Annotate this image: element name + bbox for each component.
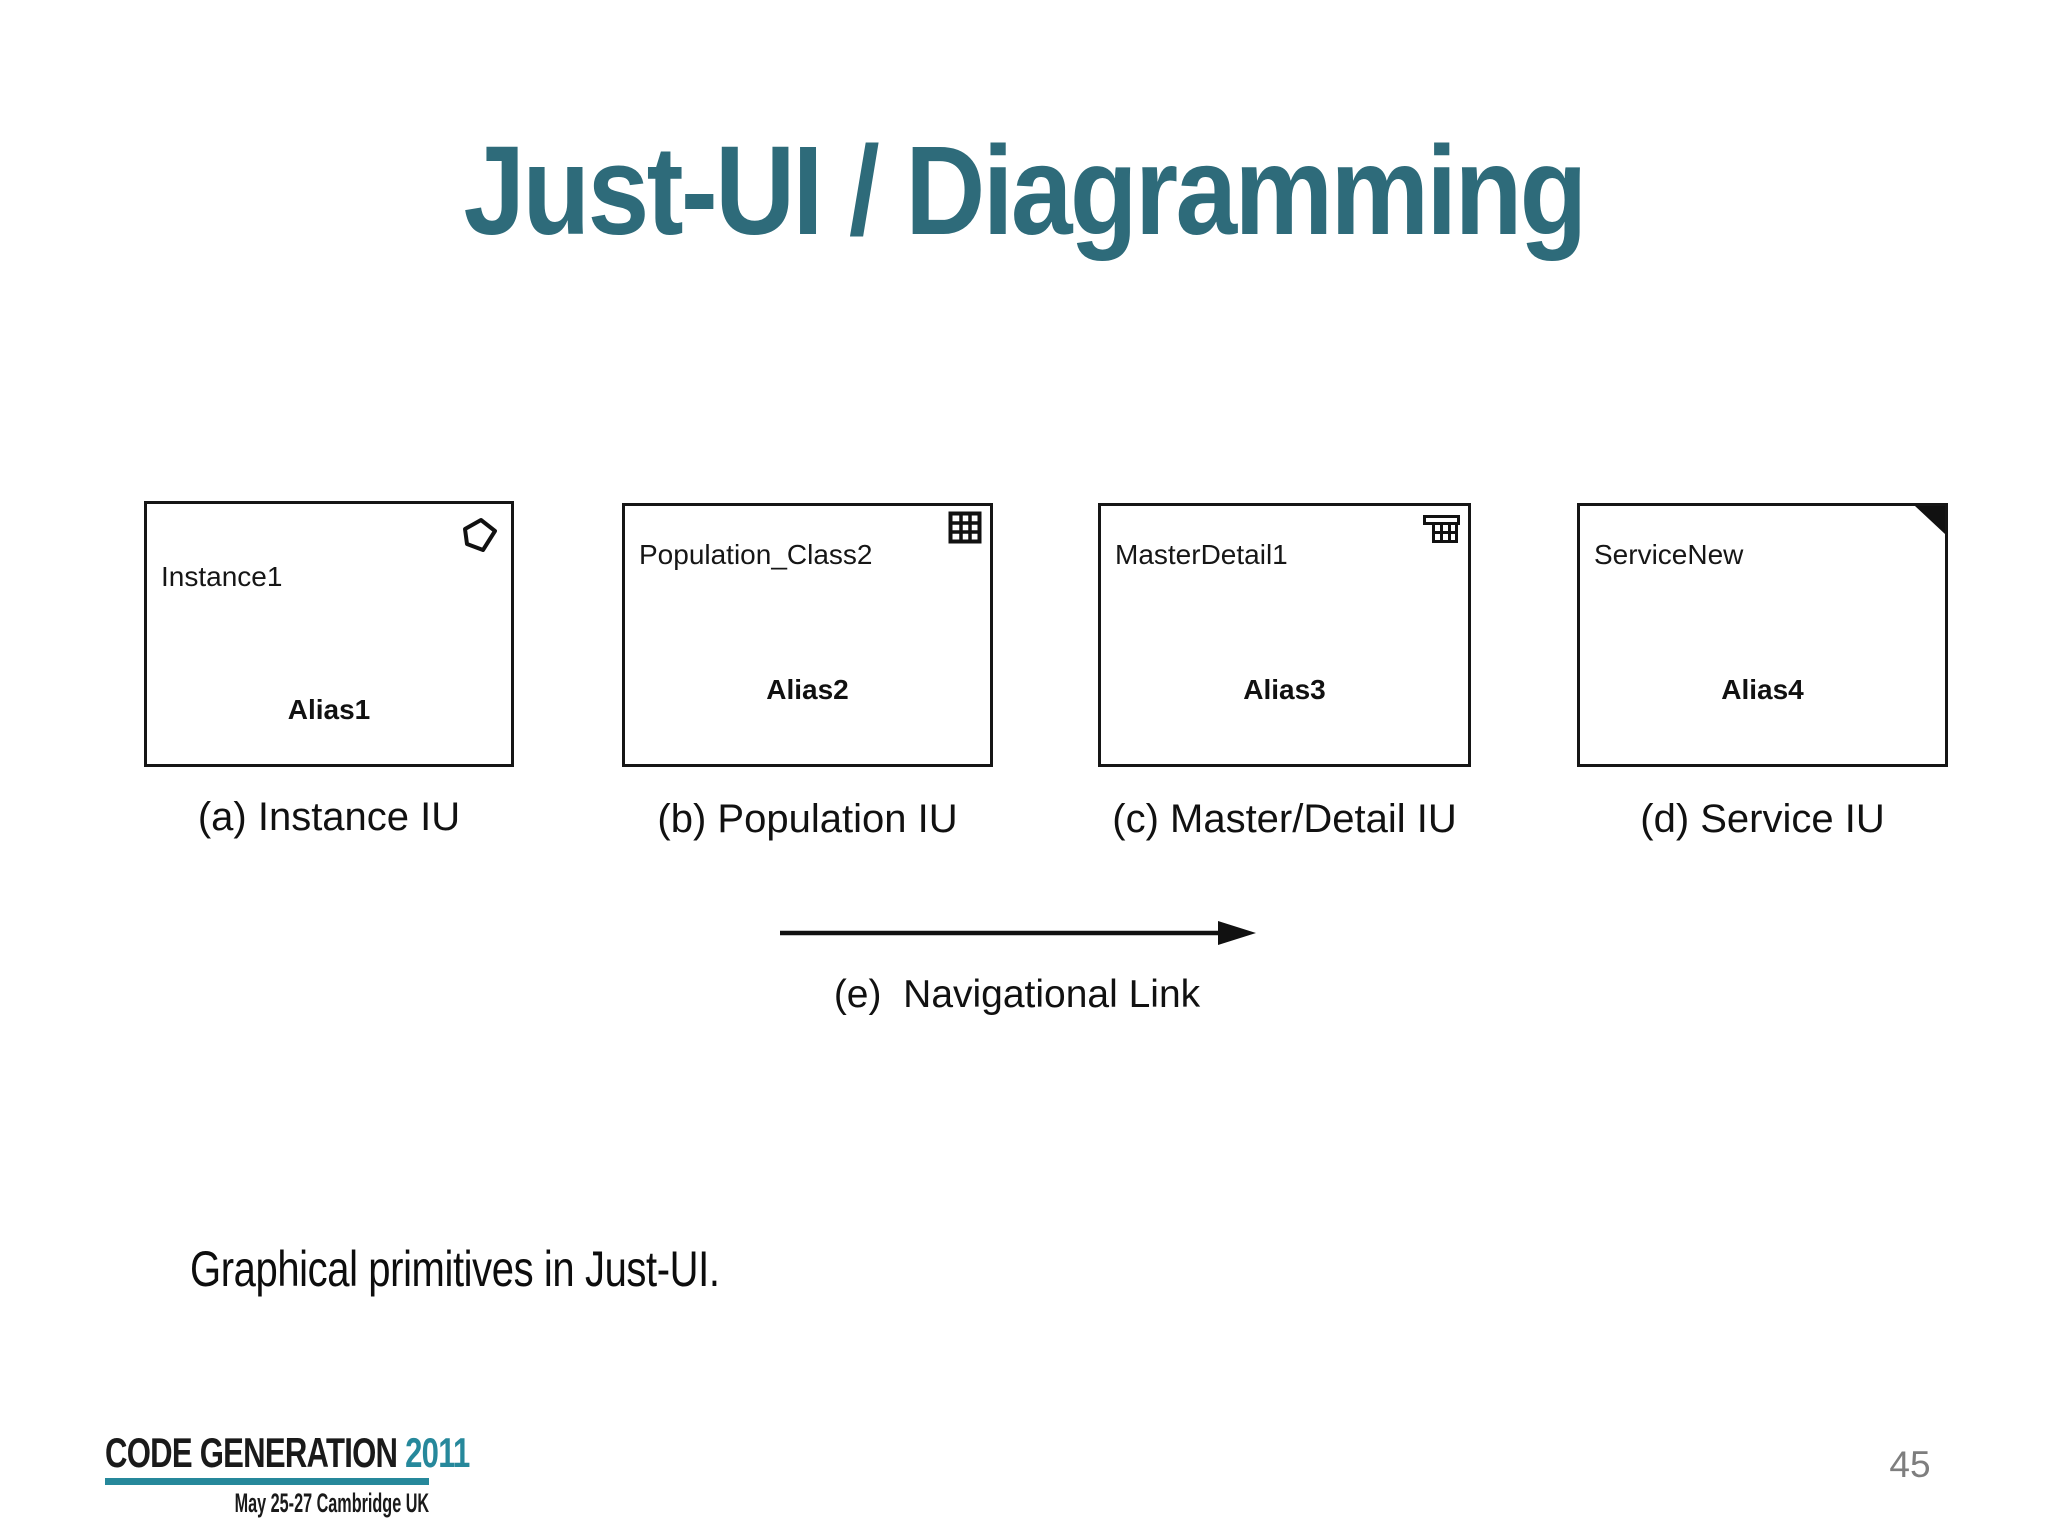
master-detail-caption: (c) Master/Detail IU — [1112, 797, 1457, 841]
primitive-master-detail-iu: MasterDetail1 Alias3 (c) Master/Detail I… — [1098, 503, 1471, 841]
navigational-link-arrow — [778, 910, 1258, 956]
primitive-population-iu: Population_Class2 Alias2 (b) Population … — [622, 503, 993, 841]
instance-caption: (a) Instance IU — [197, 795, 461, 839]
primitive-service-iu: ServiceNew Alias4 (d) Service IU — [1577, 503, 1948, 841]
service-name-label: ServiceNew — [1594, 539, 1744, 570]
service-caption: (d) Service IU — [1640, 797, 1885, 841]
slide-caption-text: Graphical primitives in Just-UI. — [190, 1241, 720, 1297]
logo-subtitle-text: May 25-27 Cambridge UK — [234, 1488, 430, 1518]
primitive-instance-iu: Instance1 Alias1 (a) Instance IU — [144, 501, 514, 839]
conference-logo: CODE GENERATION 2011 May 25-27 Cambridge… — [105, 1432, 470, 1517]
population-alias-label: Alias2 — [766, 674, 849, 705]
service-alias-label: Alias4 — [1721, 674, 1804, 705]
logo-subtitle-line: May 25-27 Cambridge UK — [105, 1490, 429, 1517]
instance-iu-box: Instance1 Alias1 — [144, 501, 514, 767]
master-detail-iu-box: MasterDetail1 Alias3 — [1098, 503, 1471, 767]
service-folded-corner-icon — [1915, 506, 1945, 534]
page-title: Just-UI / Diagramming — [0, 118, 2048, 263]
logo-title-line: CODE GENERATION 2011 — [105, 1432, 470, 1474]
navigational-link-caption: (e) Navigational Link — [833, 973, 1201, 1016]
service-iu-box: ServiceNew Alias4 — [1577, 503, 1948, 767]
logo-divider-rule — [105, 1478, 429, 1485]
population-grid-icon — [948, 511, 982, 544]
instance-pentagon-icon — [460, 517, 498, 553]
master-detail-name-label: MasterDetail1 — [1115, 539, 1288, 570]
population-name-label: Population_Class2 — [639, 539, 873, 570]
page-number: 45 — [1889, 1444, 1931, 1485]
logo-title-text: CODE GENERATION — [105, 1429, 406, 1476]
instance-alias-label: Alias1 — [287, 694, 371, 725]
master-detail-grid-icon — [1423, 515, 1460, 544]
instance-name-label: Instance1 — [161, 561, 283, 592]
population-caption: (b) Population IU — [657, 797, 958, 841]
page-title-text: Just-UI / Diagramming — [463, 120, 1587, 261]
population-iu-box: Population_Class2 Alias2 — [622, 503, 993, 767]
master-detail-alias-label: Alias3 — [1243, 674, 1326, 705]
logo-year-text: 2011 — [405, 1429, 470, 1476]
slide-caption: Graphical primitives in Just-UI. — [190, 1240, 852, 1298]
